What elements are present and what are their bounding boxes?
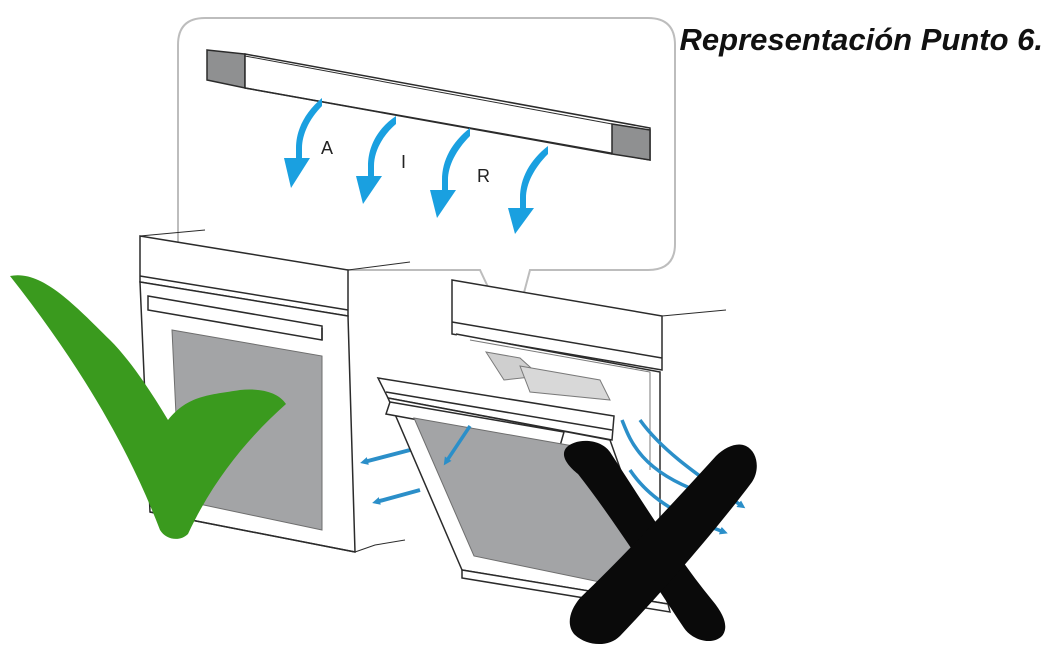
air-arrow-4-icon bbox=[508, 146, 548, 234]
air-flow-arrows bbox=[284, 98, 548, 234]
air-letter-a: A bbox=[321, 138, 334, 158]
air-letter-i: I bbox=[401, 152, 407, 172]
check-icon bbox=[10, 275, 286, 539]
cross-icon bbox=[563, 440, 757, 645]
air-arrow-2-icon bbox=[356, 116, 396, 204]
air-arrow-3-icon bbox=[430, 128, 470, 218]
page-title: Representación Punto 6. bbox=[679, 22, 1043, 57]
oven-handle-detail bbox=[206, 49, 651, 161]
oven-vent-arrows bbox=[360, 448, 421, 505]
air-letter-r: R bbox=[477, 166, 490, 186]
air-arrow-1-icon bbox=[284, 98, 322, 188]
